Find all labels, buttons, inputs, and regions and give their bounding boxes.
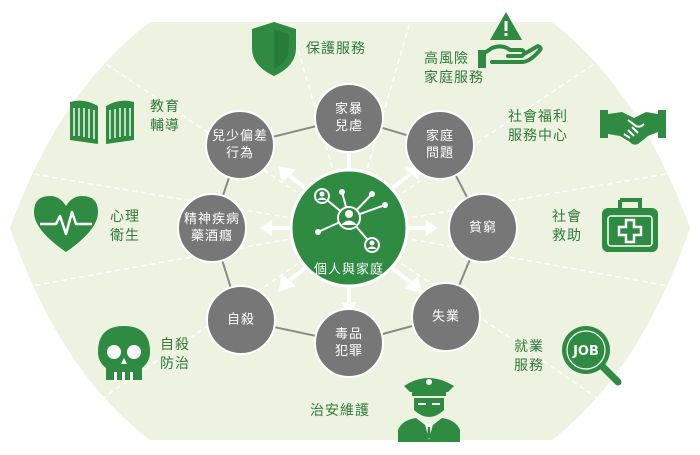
problem-nodes <box>177 83 518 378</box>
network-people-icon <box>314 188 388 253</box>
node-circle-juvenile-delinquency <box>205 110 275 180</box>
node-label-line: 自殺 <box>226 312 256 328</box>
skull-icon <box>98 326 150 380</box>
service-label-suicide-prevention: 自殺 防治 <box>160 337 190 372</box>
node-label-mental-illness-addiction: 精神疾病藥酒癮 <box>184 211 240 245</box>
node-label-line: 精神疾病 <box>183 212 241 227</box>
node-label-unemployment: 失業 <box>432 309 460 326</box>
hub-label: 個人與家庭 <box>313 262 385 278</box>
handshake-icon <box>600 110 666 145</box>
node-label-line: 兒少偏差 <box>211 129 269 144</box>
node-label-drug-crime: 毒品犯罪 <box>335 326 363 360</box>
service-label-employment: 就業 服務 <box>514 339 544 374</box>
node-label-line: 失業 <box>431 309 461 325</box>
job-icon-text: JOB <box>572 344 599 359</box>
node-circle-domestic-violence <box>314 83 384 153</box>
police-officer-icon <box>398 378 460 442</box>
node-circle-unemployment <box>411 282 481 352</box>
node-label-family-problems: 家庭問題 <box>426 128 454 162</box>
hub-arrows <box>260 140 438 314</box>
node-circle-family-problems <box>405 110 475 180</box>
node-circle-poverty <box>448 193 518 263</box>
node-label-line: 行為 <box>225 146 255 161</box>
node-label-line: 貧窮 <box>468 220 498 236</box>
node-label-suicide: 自殺 <box>227 312 255 329</box>
heart-pulse-icon <box>34 196 98 252</box>
service-label-social-assistance: 社會 救助 <box>552 209 582 244</box>
node-label-line: 家庭 <box>425 129 455 144</box>
node-label-line: 藥酒癮 <box>190 229 234 244</box>
service-label-welfare-center: 社會福利 服務中心 <box>508 109 568 144</box>
node-label-juvenile-delinquency: 兒少偏差行為 <box>212 128 268 162</box>
first-aid-kit-icon <box>602 198 658 252</box>
node-label-domestic-violence: 家暴兒虐 <box>335 101 363 135</box>
shield-icon <box>252 22 296 76</box>
service-label-public-security: 治安維護 <box>310 403 370 419</box>
node-label-line: 家暴 <box>334 102 364 117</box>
job-search-icon: JOB <box>562 326 622 386</box>
node-circle-mental-illness-addiction <box>177 193 247 263</box>
service-label-education: 教育 輔導 <box>150 99 180 134</box>
node-circle-drug-crime <box>314 308 384 378</box>
node-label-line: 兒虐 <box>334 119 364 134</box>
node-label-line: 毒品 <box>334 327 364 342</box>
book-icon <box>70 100 134 144</box>
service-label-protection: 保護服務 <box>306 41 366 57</box>
node-label-line: 問題 <box>425 146 455 161</box>
service-label-high-risk-family: 高風險 家庭服務 <box>424 51 484 86</box>
node-circle-suicide <box>206 285 276 355</box>
service-label-mental-health: 心理 衛生 <box>110 209 140 244</box>
hand-alert-icon <box>478 12 543 68</box>
node-label-line: 犯罪 <box>334 344 364 359</box>
node-label-poverty: 貧窮 <box>469 220 497 237</box>
